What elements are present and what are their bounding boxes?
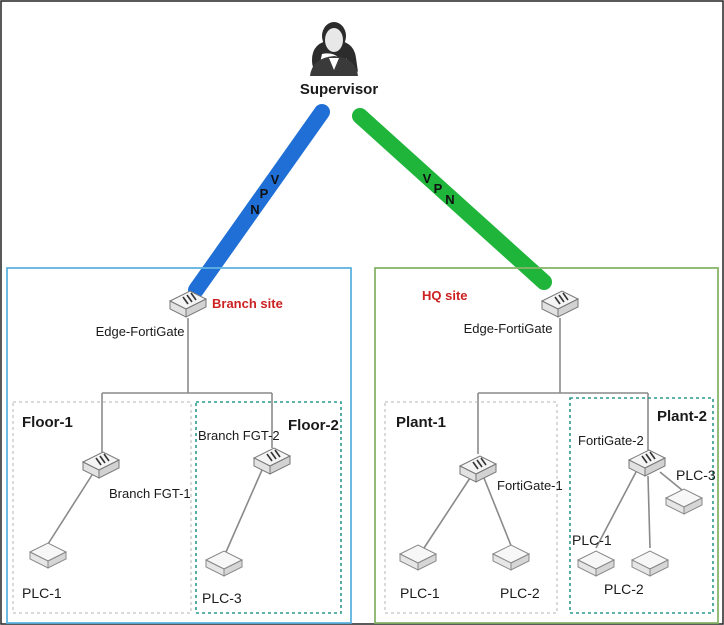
hq-plant1-plc-1-icon[interactable] bbox=[399, 544, 437, 571]
branch-fgt-2-icon[interactable] bbox=[253, 447, 291, 475]
floor-2-title: Floor-2 bbox=[288, 417, 339, 434]
plant-1-title: Plant-1 bbox=[396, 414, 446, 431]
branch-plc-3-label: PLC-3 bbox=[202, 590, 242, 606]
branch-fgt-1-icon[interactable] bbox=[82, 451, 120, 479]
floor-2-box bbox=[195, 401, 342, 614]
vpn-tunnel-branch bbox=[188, 104, 330, 298]
plant-1-box bbox=[384, 401, 558, 614]
hq-fortigate-2-label: FortiGate-2 bbox=[578, 433, 644, 448]
branch-site-container bbox=[6, 267, 352, 624]
plant-2-box bbox=[569, 397, 714, 614]
branch-fgt1-plc1-wire bbox=[47, 474, 93, 545]
vpn-letter-left-3: V bbox=[271, 172, 280, 187]
hq-site-label: HQ site bbox=[422, 288, 468, 303]
hq-edge-label: Edge-FortiGate bbox=[464, 321, 553, 336]
floor-1-title: Floor-1 bbox=[22, 414, 73, 431]
plant-2-title: Plant-2 bbox=[657, 408, 707, 425]
hq-fgt2-plc1-wire bbox=[595, 471, 637, 549]
supervisor-label: Supervisor bbox=[300, 81, 379, 98]
hq-plant1-plc-2-icon[interactable] bbox=[492, 544, 530, 571]
branch-plc-3-icon[interactable] bbox=[205, 550, 243, 577]
hq-site-container bbox=[374, 267, 719, 624]
vpn-letter-right-1: V bbox=[423, 171, 432, 186]
branch-site-label: Branch site bbox=[212, 296, 283, 311]
vpn-letter-right-2: P bbox=[434, 181, 443, 196]
floor-1-box bbox=[12, 401, 192, 614]
vpn-tunnel-hq bbox=[352, 108, 552, 290]
hq-plant2-plc-3-icon[interactable] bbox=[665, 488, 703, 515]
branch-fgt-1-label: Branch FGT-1 bbox=[109, 486, 191, 501]
vpn-letter-right-3: N bbox=[445, 192, 454, 207]
hq-fgt2-plc2-wire bbox=[647, 475, 651, 549]
supervisor-avatar bbox=[310, 22, 358, 76]
vpn-letter-left-2: P bbox=[260, 186, 269, 201]
branch-plc-1-icon[interactable] bbox=[29, 542, 67, 569]
hq-fgt1-plc2-wire bbox=[483, 477, 513, 549]
hq-fortigate-1-icon[interactable] bbox=[459, 455, 497, 483]
hq-plant1-plc-2-label: PLC-2 bbox=[500, 585, 540, 601]
hq-plant2-plc-3-label: PLC-3 bbox=[676, 467, 716, 483]
hq-fortigate-2-icon[interactable] bbox=[628, 449, 666, 477]
hq-plant2-plc-1-icon[interactable] bbox=[577, 550, 615, 577]
hq-fgt1-plc1-wire bbox=[423, 477, 471, 549]
branch-plc-1-label: PLC-1 bbox=[22, 585, 62, 601]
hq-plant2-plc-1-label: PLC-1 bbox=[572, 532, 612, 548]
hq-plant2-plc-2-icon[interactable] bbox=[631, 550, 669, 577]
vpn-letter-left-1: N bbox=[250, 202, 259, 217]
hq-fortigate-1-label: FortiGate-1 bbox=[497, 478, 563, 493]
branch-fgt2-plc3-wire bbox=[225, 469, 263, 553]
hq-plant1-plc-1-label: PLC-1 bbox=[400, 585, 440, 601]
branch-edge-label: Edge-FortiGate bbox=[96, 324, 185, 339]
hq-plant2-plc-2-label: PLC-2 bbox=[604, 581, 644, 597]
branch-fgt-2-label: Branch FGT-2 bbox=[198, 428, 280, 443]
hq-edge-fortigate-icon[interactable] bbox=[541, 290, 579, 318]
hq-fgt2-plc3-wire bbox=[659, 471, 683, 491]
